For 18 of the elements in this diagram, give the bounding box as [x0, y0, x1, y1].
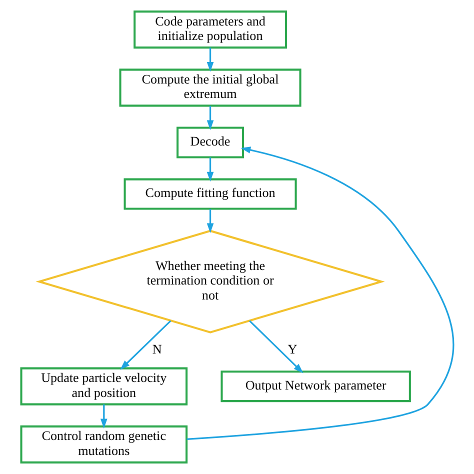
arrow [206, 157, 214, 182]
arrow [206, 209, 214, 234]
arrow [186, 146, 454, 440]
arrow [100, 404, 107, 429]
node-box: Output Network parameter [220, 370, 410, 402]
node-box: Decode [176, 126, 244, 158]
node-box: Update particle velocity and position [20, 367, 188, 406]
node-box: Control random genetic mutations [20, 425, 188, 464]
edge-label: Y [287, 341, 297, 356]
edge-label: N [152, 341, 162, 356]
node-box: Compute fitting function [123, 178, 296, 210]
node-box: Compute the initial global extremum [118, 68, 301, 107]
arrow [248, 320, 303, 374]
arrow [206, 106, 214, 130]
arrow [206, 48, 214, 72]
arrow [120, 320, 171, 370]
node-box: Code parameters and initialize population [133, 10, 286, 49]
node-diamond: Whether meeting the termination condition or not [35, 230, 384, 334]
